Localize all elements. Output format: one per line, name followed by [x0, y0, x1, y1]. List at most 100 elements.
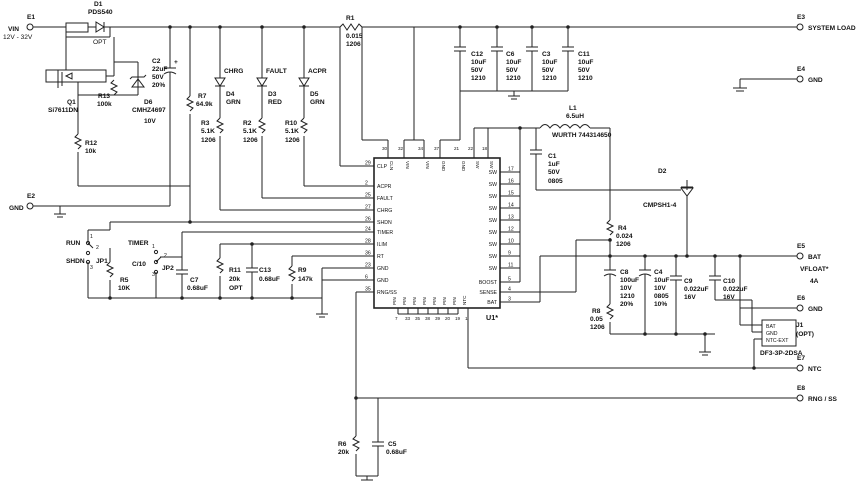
c2-ref: C2: [152, 58, 161, 65]
r12-ref: R12: [85, 140, 97, 147]
terminal-e6-net: GND: [808, 306, 823, 313]
u1-pin-name-bottom: PIN: [402, 297, 407, 305]
c7-ref: C7: [190, 277, 199, 284]
u1-pin-num-left: 36: [365, 251, 371, 257]
terminal-e4-ref: E4: [797, 66, 805, 73]
u1-pin-name-left: TIMER: [377, 230, 393, 236]
terminal-e4-net: GND: [808, 77, 823, 84]
terminal-e8[interactable]: [796, 394, 804, 402]
u1-pin-num-bottom: 38: [425, 316, 431, 321]
terminal-e5[interactable]: [796, 252, 804, 260]
d2-diode-icon: [680, 187, 694, 197]
c6-voltage: 50V: [506, 67, 518, 74]
terminal-e7-net: NTC: [808, 366, 822, 373]
d1-ref: D1: [94, 1, 103, 8]
u1-pin-num-right: 9: [508, 251, 511, 257]
r11-ref: R11: [229, 267, 241, 274]
u1-pin-name-bottom: NTC: [462, 295, 467, 305]
r6-value: 20k: [338, 449, 349, 456]
u1-pin-name-right: SW: [489, 242, 497, 248]
r13-ref: R13: [98, 93, 110, 100]
r12-resistor-icon: [73, 133, 83, 150]
u1-pin-name-bottom: PIN: [452, 297, 457, 305]
u1-pin-num-right: 15: [508, 191, 514, 197]
r4-pkg: 1206: [616, 241, 631, 248]
r9-resistor-icon: [287, 265, 297, 282]
d5-led-icon: [298, 77, 310, 87]
jp1-top-label: RUN: [66, 240, 81, 247]
terminal-e3-net: SYSTEM LOAD: [808, 25, 856, 32]
c8-pkg: 1210: [620, 293, 635, 300]
r10-ref: R10: [285, 120, 297, 127]
u1-pin-num-bottom: 7: [395, 316, 398, 321]
u1-pin-name-right: SW: [489, 206, 497, 212]
u1-pin-num-bottom: 20: [445, 316, 451, 321]
output-stage-section: L1 6.5uH WURTH 744314650 C1 1uF 50V 0805…: [356, 105, 838, 403]
control-section: RUN SHDN JP1 1 2 3 R5 10K TIMER C/10 JP2…: [66, 25, 756, 481]
terminal-e1[interactable]: [26, 23, 34, 31]
u1-pin-num-left: 23: [365, 263, 371, 269]
c3-pkg: 1210: [542, 75, 557, 82]
terminal-e3[interactable]: [796, 23, 804, 31]
c6-value: 10uF: [506, 59, 521, 66]
r1-value: 0.015: [346, 33, 363, 40]
l1-ref: L1: [569, 105, 577, 112]
d5-ref: D5: [310, 91, 319, 98]
terminal-e1-ref: E1: [27, 14, 35, 21]
d4-label: CHRG: [224, 68, 243, 75]
u1-pin-name-top: CLN: [389, 161, 394, 170]
c8-ref: C8: [620, 269, 629, 276]
jp1-pin2: 2: [96, 245, 99, 251]
terminal-e6[interactable]: [796, 304, 804, 312]
u1-chip-body: [373, 157, 501, 309]
c12-pkg: 1210: [471, 75, 486, 82]
d1-note: OPT: [93, 39, 107, 46]
u1-pin-num-bottom: 35: [415, 316, 421, 321]
jp2-switch-lever[interactable]: [155, 256, 162, 263]
u1-pin-num-left: 29: [365, 161, 371, 167]
u1-pin-name-right: SW: [489, 230, 497, 236]
u1-pin-num-right: 4: [508, 287, 511, 293]
c1-voltage: 50V: [548, 169, 560, 176]
c3-voltage: 50V: [542, 67, 554, 74]
jp1-switch-lever[interactable]: [87, 242, 94, 249]
u1-pin-num-right: 17: [508, 167, 514, 173]
u1-pin-num-left: 26: [365, 217, 371, 223]
c13-ref: C13: [259, 267, 271, 274]
c10-ref: C10: [723, 278, 735, 285]
r1-ref: R1: [346, 15, 355, 22]
c12-voltage: 50V: [471, 67, 483, 74]
terminal-e7[interactable]: [796, 364, 804, 372]
u1-pin-name-right: SENSE: [479, 290, 497, 296]
u1-pin-name-right: SW: [489, 218, 497, 224]
jp2-pin2: 2: [164, 253, 167, 259]
j1-connector-box: [761, 319, 797, 347]
d6-zener-icon: [131, 78, 145, 88]
r4-ref: R4: [618, 225, 627, 232]
terminal-e3-ref: E3: [797, 14, 805, 21]
c9-value: 0.022uF: [684, 286, 709, 293]
terminal-e5-note2: 4A: [810, 278, 819, 285]
r3-resistor-icon: [215, 117, 225, 134]
c12-ref: C12: [471, 51, 483, 58]
r3-value: 5.1K: [201, 128, 215, 135]
jp2-ref: JP2: [162, 265, 174, 272]
r8-resistor-icon: [605, 303, 615, 320]
c3-ref: C3: [542, 51, 551, 58]
r11-note: OPT: [229, 285, 243, 292]
r8-ref: R8: [592, 308, 601, 315]
u1-pin-num-left: 27: [365, 205, 371, 211]
u1-pin-num-right: 16: [508, 179, 514, 185]
jp2-bottom-label: C/10: [132, 261, 146, 268]
r12-value: 10k: [85, 148, 96, 155]
terminal-e2[interactable]: [26, 202, 34, 210]
u1-pin-num-left: 25: [365, 193, 371, 199]
c9-ref: C9: [684, 278, 693, 285]
terminal-e5-note1: VFLOAT*: [800, 266, 829, 273]
c10-voltage: 16V: [723, 294, 735, 301]
r7-value: 64.9k: [196, 101, 213, 108]
terminal-e4[interactable]: [796, 75, 804, 83]
terminal-e2-ref: E2: [27, 193, 35, 200]
c1-ref: C1: [548, 153, 557, 160]
l1-value: 6.5uH: [566, 113, 584, 120]
